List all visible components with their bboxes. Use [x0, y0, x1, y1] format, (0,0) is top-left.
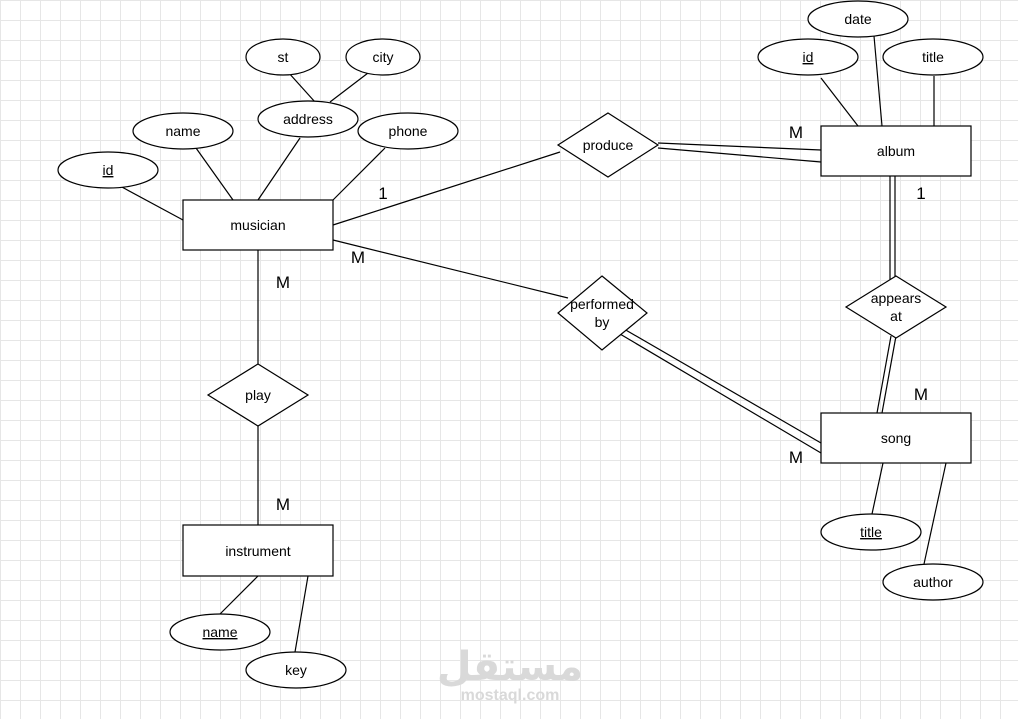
attr-song-title-label: title — [860, 524, 882, 540]
card-instrument-play: M — [276, 495, 290, 514]
relationship-appears-label-1: appears — [871, 290, 922, 306]
entity-song-label: song — [881, 430, 911, 446]
attr-album-date[interactable]: date — [807, 0, 909, 38]
attr-musician-name-label: name — [165, 123, 200, 139]
edge-performed-song-2 — [623, 328, 822, 444]
attr-musician-id[interactable]: id — [57, 151, 159, 189]
entity-song[interactable]: song — [820, 412, 972, 464]
edge-performed-song-1 — [619, 333, 822, 454]
attr-song-title[interactable]: title — [820, 513, 922, 551]
card-musician-performed: M — [351, 248, 365, 267]
edge-musician-address — [257, 137, 301, 201]
edge-album-date — [873, 35, 883, 127]
entity-album-label: album — [877, 143, 915, 159]
attr-album-title[interactable]: title — [882, 38, 984, 76]
attr-musician-address-label: address — [283, 111, 333, 127]
attr-musician-name[interactable]: name — [132, 112, 234, 150]
connectors — [119, 35, 947, 653]
edge-produce-album-2 — [657, 147, 822, 163]
watermark-arabic: مستقل — [437, 645, 583, 689]
entity-instrument-label: instrument — [225, 543, 290, 559]
edge-address-city — [329, 72, 369, 103]
card-album-appears: 1 — [916, 184, 925, 203]
edge-produce-album-1 — [657, 142, 822, 151]
attr-song-author[interactable]: author — [882, 563, 984, 601]
attr-album-id[interactable]: id — [757, 38, 859, 76]
watermark: مستقل mostaql.com — [437, 645, 583, 704]
attr-album-date-label: date — [844, 11, 871, 27]
cardinality-labels: 1 M M M 1 M M M — [276, 123, 928, 514]
attr-address-st[interactable]: st — [245, 38, 321, 76]
relationship-produce-label: produce — [583, 137, 634, 153]
entity-musician[interactable]: musician — [182, 199, 334, 251]
relationship-appears-at[interactable]: appears at — [844, 275, 948, 339]
card-musician-play: M — [276, 273, 290, 292]
entity-instrument[interactable]: instrument — [182, 524, 334, 577]
attr-album-id-label: id — [803, 49, 814, 65]
attr-musician-phone[interactable]: phone — [357, 112, 459, 150]
entity-album[interactable]: album — [820, 125, 972, 177]
relationship-play[interactable]: play — [206, 363, 310, 427]
attr-musician-phone-label: phone — [389, 123, 428, 139]
edge-song-title — [871, 462, 884, 515]
attr-instrument-key[interactable]: key — [245, 651, 347, 689]
edge-address-st — [287, 71, 316, 103]
attr-musician-id-label: id — [103, 162, 114, 178]
card-song-performed: M — [789, 448, 803, 467]
attr-instrument-name[interactable]: name — [169, 613, 271, 651]
relationship-performed-label-1: performed — [570, 296, 634, 312]
relationship-performed-label-2: by — [595, 314, 610, 330]
attr-song-author-label: author — [913, 574, 953, 590]
attr-instrument-name-label: name — [202, 624, 237, 640]
edge-musician-performed — [332, 239, 569, 299]
edge-musician-id — [119, 185, 184, 221]
edge-appears-song-1 — [876, 335, 892, 414]
edge-song-author — [923, 462, 947, 565]
card-musician-produce: 1 — [378, 184, 387, 203]
relationship-play-label: play — [245, 387, 271, 403]
relationship-appears-label-2: at — [890, 308, 902, 324]
edge-appears-song-2 — [881, 335, 897, 414]
edge-instrument-key — [294, 575, 309, 653]
card-song-appears: M — [914, 385, 928, 404]
entity-musician-label: musician — [230, 217, 285, 233]
watermark-latin: mostaql.com — [461, 687, 560, 704]
edge-musician-phone — [332, 147, 386, 201]
edge-instrument-name — [219, 575, 259, 615]
edge-album-id — [820, 77, 859, 127]
edge-musician-produce — [332, 151, 561, 226]
attr-musician-address[interactable]: address — [257, 100, 359, 138]
relationship-produce[interactable]: produce — [556, 112, 660, 178]
attr-address-city[interactable]: city — [345, 38, 421, 76]
edge-musician-name — [195, 147, 234, 201]
attr-instrument-key-label: key — [285, 662, 307, 678]
attr-address-st-label: st — [278, 49, 289, 65]
relationship-performed-by[interactable]: performed by — [557, 275, 648, 351]
attr-album-title-label: title — [922, 49, 944, 65]
attr-address-city-label: city — [373, 49, 394, 65]
card-album-produce: M — [789, 123, 803, 142]
